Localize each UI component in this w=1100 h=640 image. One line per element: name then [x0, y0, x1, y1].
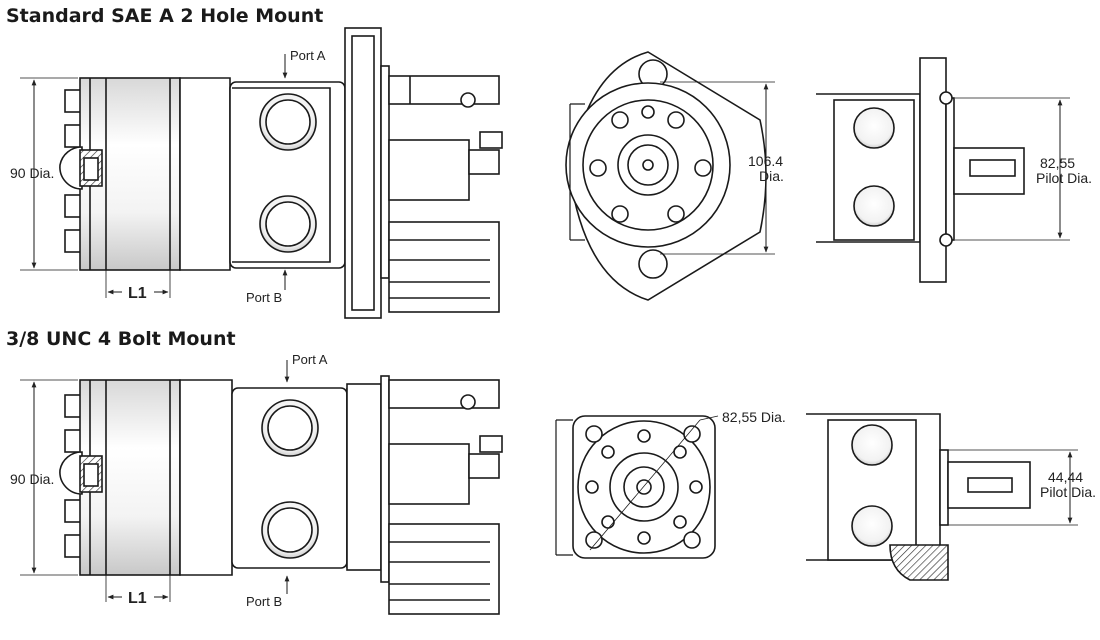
front-dimension-value: 106.4 — [748, 153, 783, 169]
front-dimension-unit: Dia. — [759, 168, 784, 184]
bolt-circle-label: 82,55 Dia. — [722, 409, 786, 425]
pilot-view-unc-4-bolt — [806, 413, 1078, 581]
port-a-label: Port A — [292, 352, 328, 367]
front-view-sae-a — [565, 51, 775, 301]
l1-label: L1 — [128, 285, 147, 302]
port-a-label: Port A — [290, 48, 326, 63]
pilot-dimension-unit: Pilot Dia. — [1036, 170, 1092, 186]
port-b-label: Port B — [246, 290, 282, 305]
pilot-dimension-value: 82,55 — [1040, 155, 1075, 171]
side-view-unc-4-bolt — [20, 360, 503, 615]
l1-label: L1 — [128, 590, 147, 607]
section-title-unc-4-bolt: 3/8 UNC 4 Bolt Mount — [6, 328, 236, 350]
body-diameter-label: 90 Dia. — [10, 165, 54, 181]
front-view-unc-4-bolt — [555, 415, 719, 559]
port-b-label: Port B — [246, 594, 282, 609]
pilot-dimension-unit: Pilot Dia. — [1040, 484, 1096, 500]
pilot-dimension-value: 44,44 — [1048, 469, 1083, 485]
side-view-sae-a — [20, 27, 503, 319]
section-title-sae-a: Standard SAE A 2 Hole Mount — [6, 5, 324, 27]
pilot-view-sae-a — [816, 57, 1070, 283]
body-diameter-label: 90 Dia. — [10, 471, 54, 487]
